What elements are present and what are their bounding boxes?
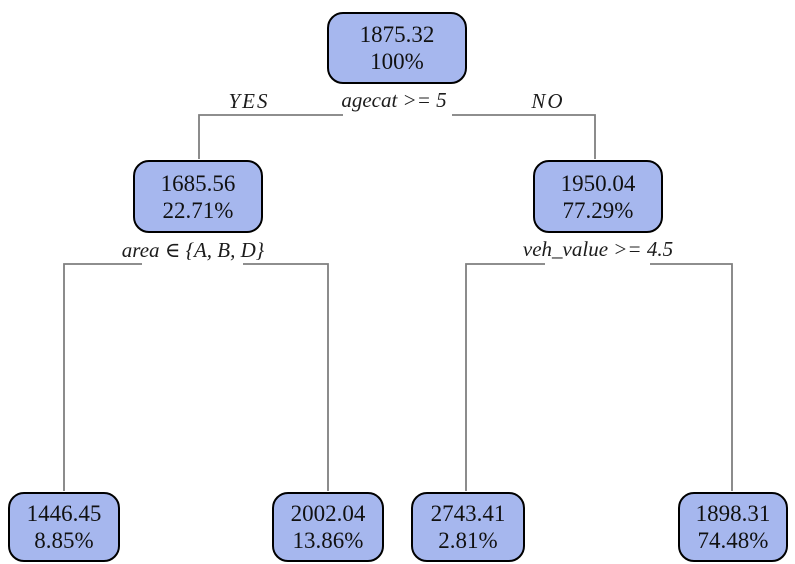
branch-label-no: NO [531,89,565,113]
node-value: 2743.41 [430,501,506,526]
node-percent: 8.85% [34,528,94,553]
edge-yes-child-to-leaf2 [243,263,329,491]
split-label-no-child: veh_value >= 4.5 [522,237,674,261]
tree-node-yes-child: 1685.56 22.71% [133,160,263,233]
node-value: 1875.32 [359,22,435,47]
edge-no-child-to-leaf3 [465,263,545,491]
node-value: 1446.45 [26,501,102,526]
node-value: 2002.04 [290,501,366,526]
edge-root-to-no-child [452,114,596,159]
branch-label-yes: YES [228,89,270,113]
edge-no-child-to-leaf4 [650,263,733,491]
tree-node-leaf1: 1446.45 8.85% [8,492,120,562]
node-percent: 22.71% [162,197,234,223]
node-percent: 77.29% [562,197,634,223]
tree-node-leaf4: 1898.31 74.48% [678,492,788,562]
tree-node-leaf2: 2002.04 13.86% [272,492,384,562]
node-value: 1685.56 [160,170,236,196]
tree-node-leaf3: 2743.41 2.81% [411,492,525,562]
node-percent: 2.81% [438,528,498,553]
edge-yes-child-to-leaf1 [63,263,142,491]
tree-node-root: 1875.32 100% [327,12,467,84]
node-value: 1898.31 [695,501,771,526]
tree-node-no-child: 1950.04 77.29% [533,160,663,233]
split-label-root: agecat >= 5 [341,88,447,112]
edge-root-to-yes-child [198,114,343,159]
node-value: 1950.04 [560,170,636,196]
node-percent: 74.48% [697,528,769,553]
node-percent: 13.86% [292,528,364,553]
split-label-yes-child: area ∈ {A, B, D} [121,238,265,262]
node-percent: 100% [370,49,424,74]
